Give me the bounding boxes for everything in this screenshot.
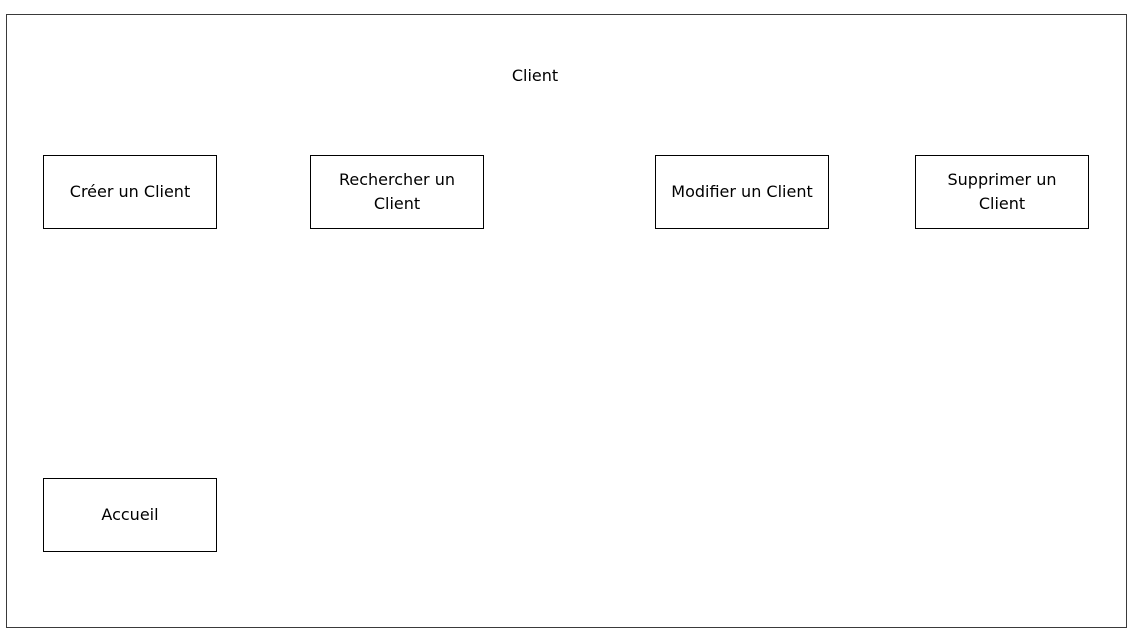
home-label: Accueil <box>101 505 159 524</box>
search-client-label: Rechercher un Client <box>339 170 455 213</box>
delete-client-button[interactable]: Supprimer un Client <box>915 155 1089 229</box>
create-client-label: Créer un Client <box>69 182 191 201</box>
home-button[interactable]: Accueil <box>43 478 217 552</box>
search-client-button[interactable]: Rechercher un Client <box>310 155 484 229</box>
create-client-button[interactable]: Créer un Client <box>43 155 217 229</box>
delete-client-label: Supprimer un Client <box>947 170 1057 213</box>
page-title: Client <box>511 66 559 85</box>
modify-client-label: Modifier un Client <box>671 182 813 201</box>
modify-client-button[interactable]: Modifier un Client <box>655 155 829 229</box>
